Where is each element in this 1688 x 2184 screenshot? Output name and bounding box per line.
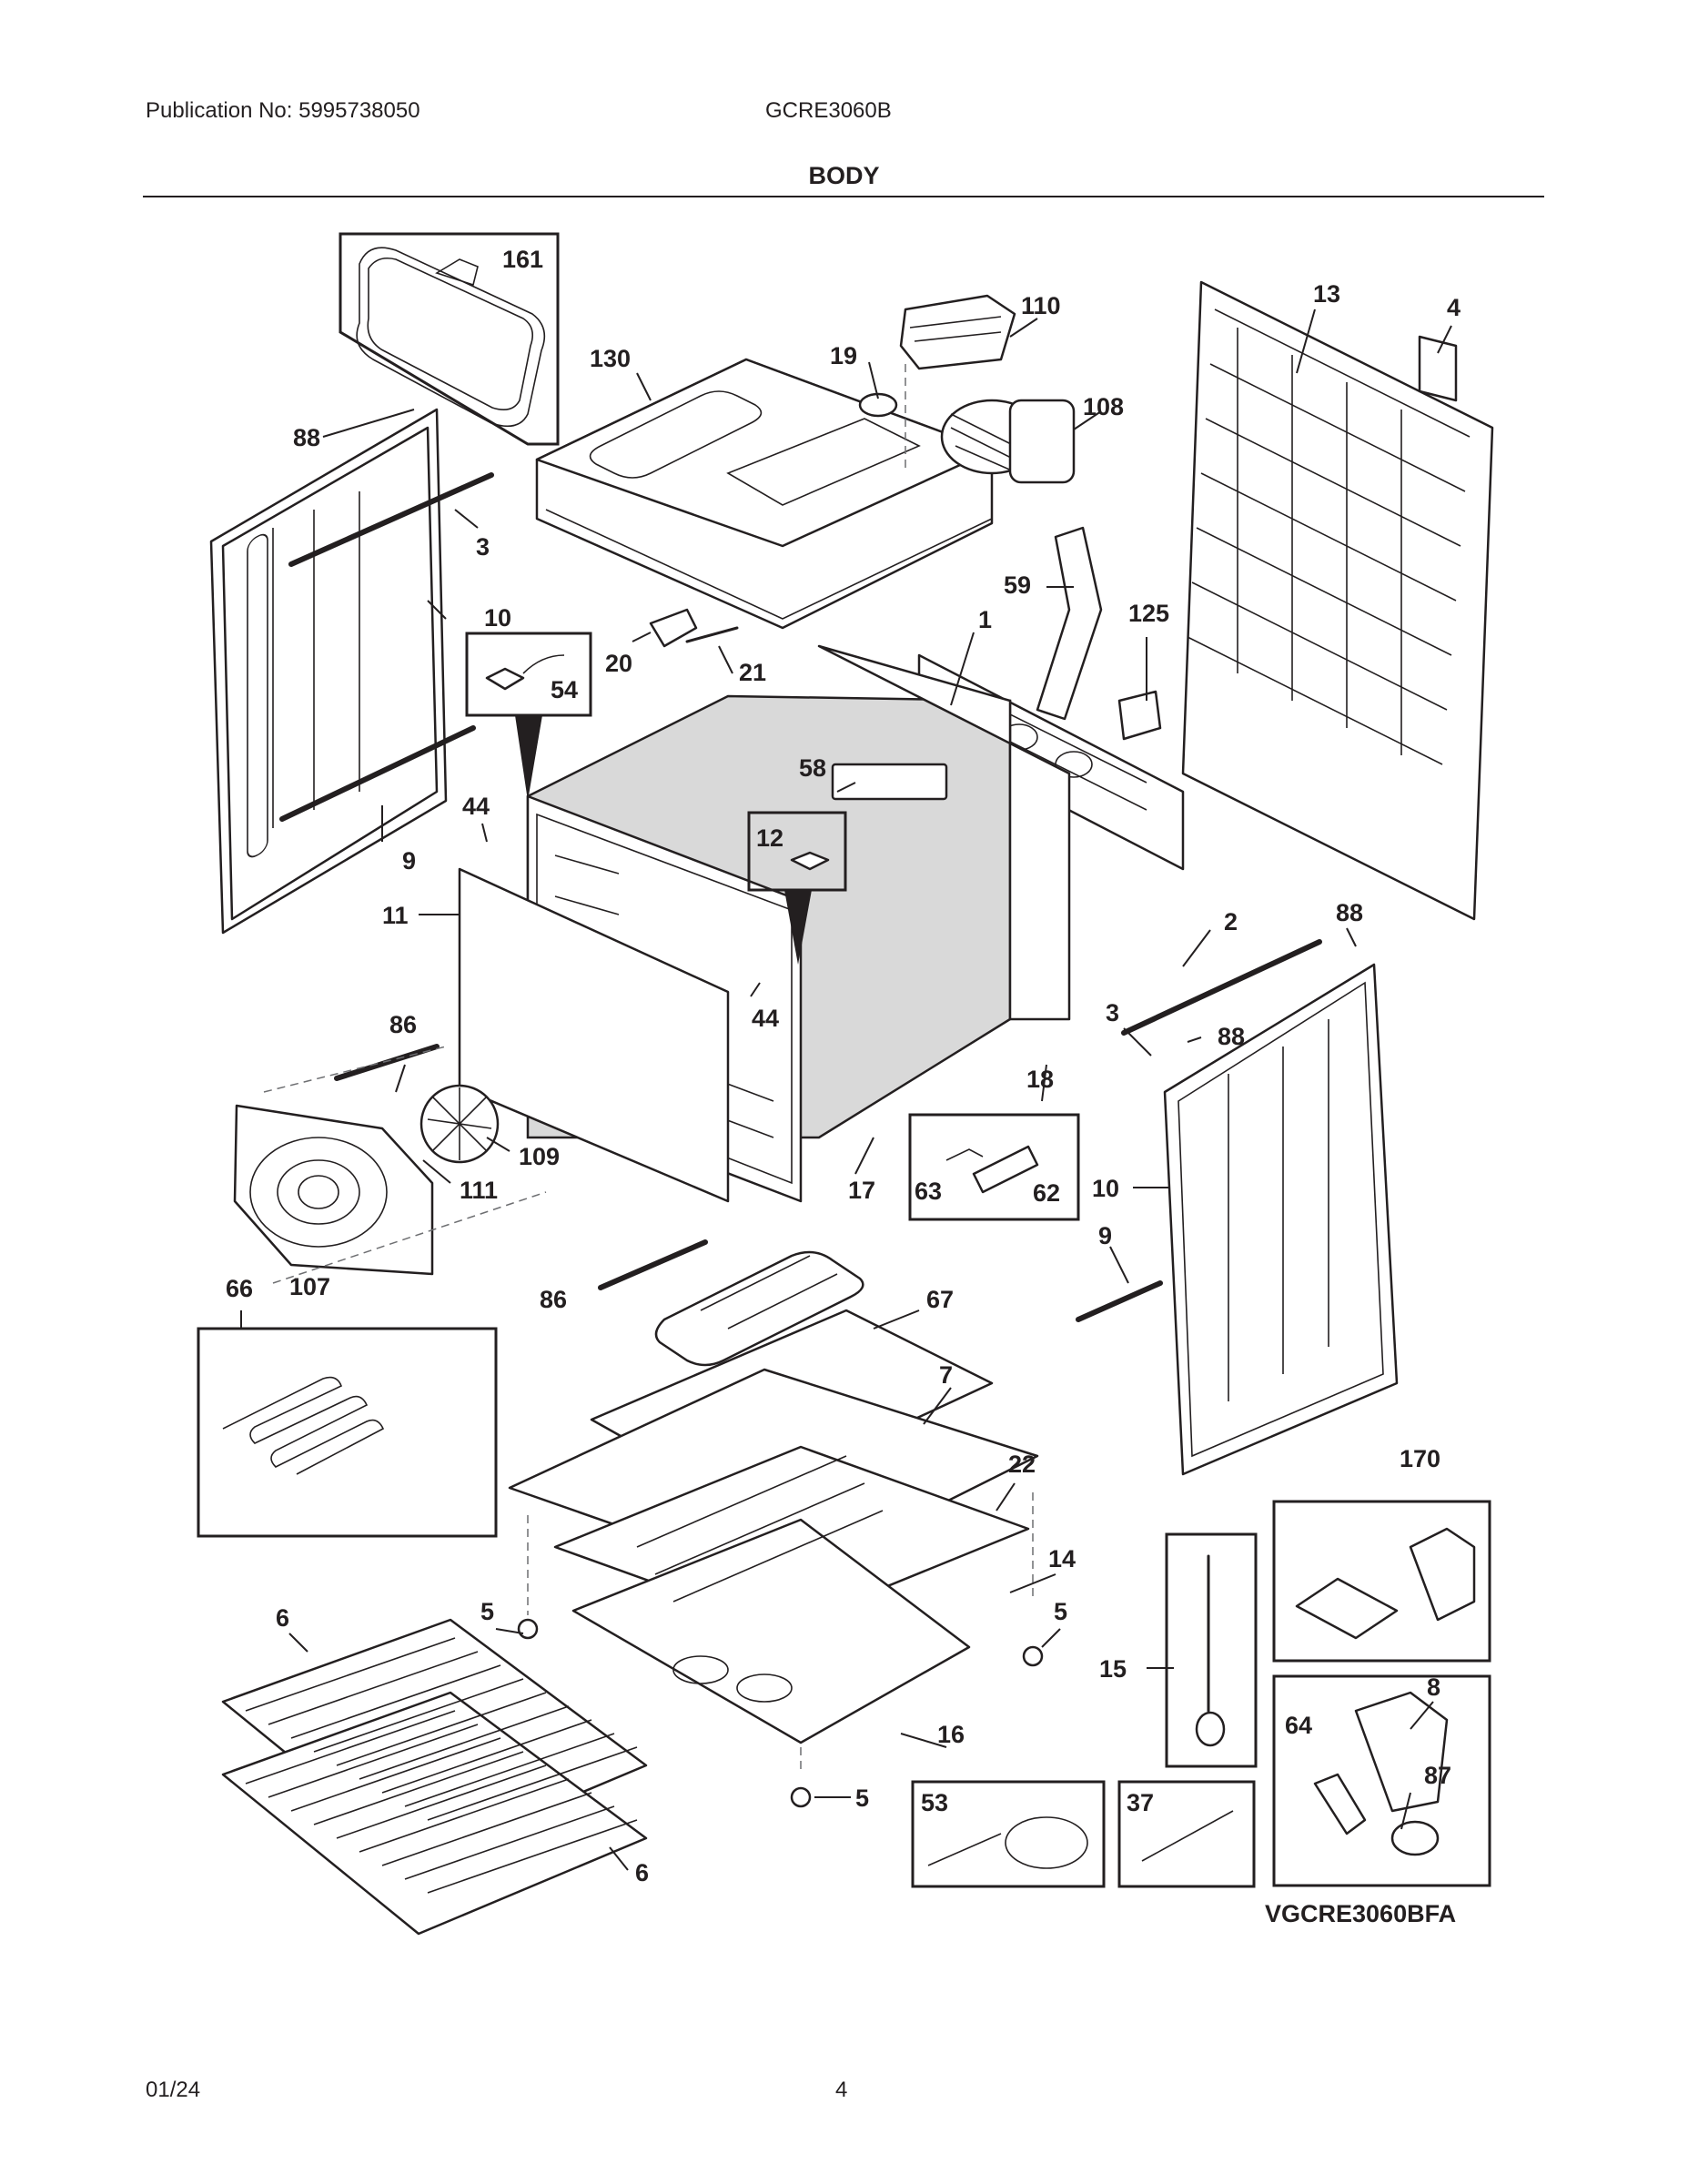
publication-number: Publication No: 5995738050 [146, 98, 420, 123]
top-panel [535, 358, 994, 630]
callout-62: 62 [1033, 1179, 1060, 1207]
callout-10-right: 10 [1092, 1175, 1119, 1202]
callout-13: 13 [1313, 280, 1340, 308]
callout-59: 59 [1004, 571, 1031, 599]
callout-3-right: 3 [1106, 999, 1119, 1026]
broil-element [197, 1250, 864, 1538]
callout-18: 18 [1026, 1066, 1054, 1093]
oven-racks [221, 1618, 648, 1936]
callout-10-left: 10 [484, 604, 511, 632]
callout-19: 19 [830, 342, 857, 369]
callout-4: 4 [1447, 294, 1461, 321]
callout-86-bottom: 86 [540, 1286, 567, 1313]
callout-37: 37 [1127, 1789, 1154, 1816]
callout-9-left: 9 [402, 847, 416, 875]
leader-lines [240, 308, 1452, 1871]
inset-63-62 [908, 1113, 1080, 1221]
bottom-panels [508, 1309, 1044, 1808]
callout-54: 54 [551, 676, 578, 703]
callout-5-bottom: 5 [855, 1785, 869, 1812]
callout-58: 58 [799, 754, 826, 782]
inset-161 [339, 232, 560, 446]
header-rule [143, 196, 1544, 197]
page-number: 4 [835, 2078, 848, 2102]
callout-161: 161 [502, 246, 543, 273]
accessory-insets [911, 1500, 1491, 1888]
callout-17: 17 [848, 1177, 875, 1204]
section-title: BODY [808, 162, 880, 189]
callout-130: 130 [590, 345, 631, 372]
callout-16: 16 [937, 1721, 965, 1748]
hinge-clips [649, 608, 739, 648]
callout-108: 108 [1083, 393, 1124, 420]
callout-64: 64 [1285, 1712, 1312, 1739]
callout-1: 1 [978, 606, 992, 633]
callout-88-right: 88 [1336, 899, 1363, 926]
callout-88-left: 88 [293, 424, 320, 451]
left-side-panel [209, 408, 494, 935]
callout-109: 109 [519, 1143, 560, 1170]
callout-86-top: 86 [389, 1011, 417, 1038]
callout-22: 22 [1008, 1451, 1036, 1478]
callout-110: 110 [1021, 292, 1061, 319]
callout-labels: 161 130 110 108 19 13 4 88 3 10 59 1 125… [226, 246, 1461, 1927]
callout-66: 66 [226, 1275, 253, 1302]
inset-54-and-12 [465, 632, 847, 965]
callout-170: 170 [1400, 1445, 1440, 1472]
model-number: GCRE3060B [765, 98, 892, 123]
callout-5-right: 5 [1054, 1598, 1067, 1625]
callout-11: 11 [382, 902, 409, 929]
callout-2: 2 [1224, 908, 1238, 935]
callout-87: 87 [1424, 1762, 1451, 1789]
callout-5-left: 5 [480, 1598, 494, 1625]
callout-6-top: 6 [276, 1604, 289, 1632]
callout-3-left: 3 [476, 533, 490, 561]
callout-107: 107 [289, 1273, 330, 1300]
drawing-code: VGCRE3060BFA [1265, 1900, 1456, 1927]
callout-88-center: 88 [1218, 1023, 1245, 1050]
callout-12: 12 [756, 824, 783, 852]
callout-8: 8 [1427, 1673, 1440, 1701]
back-panel [1181, 280, 1494, 921]
callout-63: 63 [915, 1178, 942, 1205]
callout-67: 67 [926, 1286, 954, 1313]
oven-cavity [458, 644, 1071, 1203]
callout-15: 15 [1099, 1655, 1127, 1683]
convection-fan [233, 1044, 708, 1290]
callout-21: 21 [739, 659, 766, 686]
callout-14: 14 [1048, 1545, 1076, 1572]
footer-date: 01/24 [146, 2078, 201, 2102]
callout-111: 111 [460, 1177, 498, 1204]
callout-7: 7 [939, 1361, 953, 1389]
callout-20: 20 [605, 650, 632, 677]
callout-125: 125 [1128, 600, 1169, 627]
right-side-panel [1076, 939, 1399, 1476]
callout-9-right: 9 [1098, 1222, 1112, 1249]
callout-44-right: 44 [752, 1005, 779, 1032]
blower-assembly [858, 294, 1076, 484]
callout-6-bottom: 6 [635, 1859, 649, 1886]
callout-44-left: 44 [462, 793, 490, 820]
callout-53: 53 [921, 1789, 948, 1816]
